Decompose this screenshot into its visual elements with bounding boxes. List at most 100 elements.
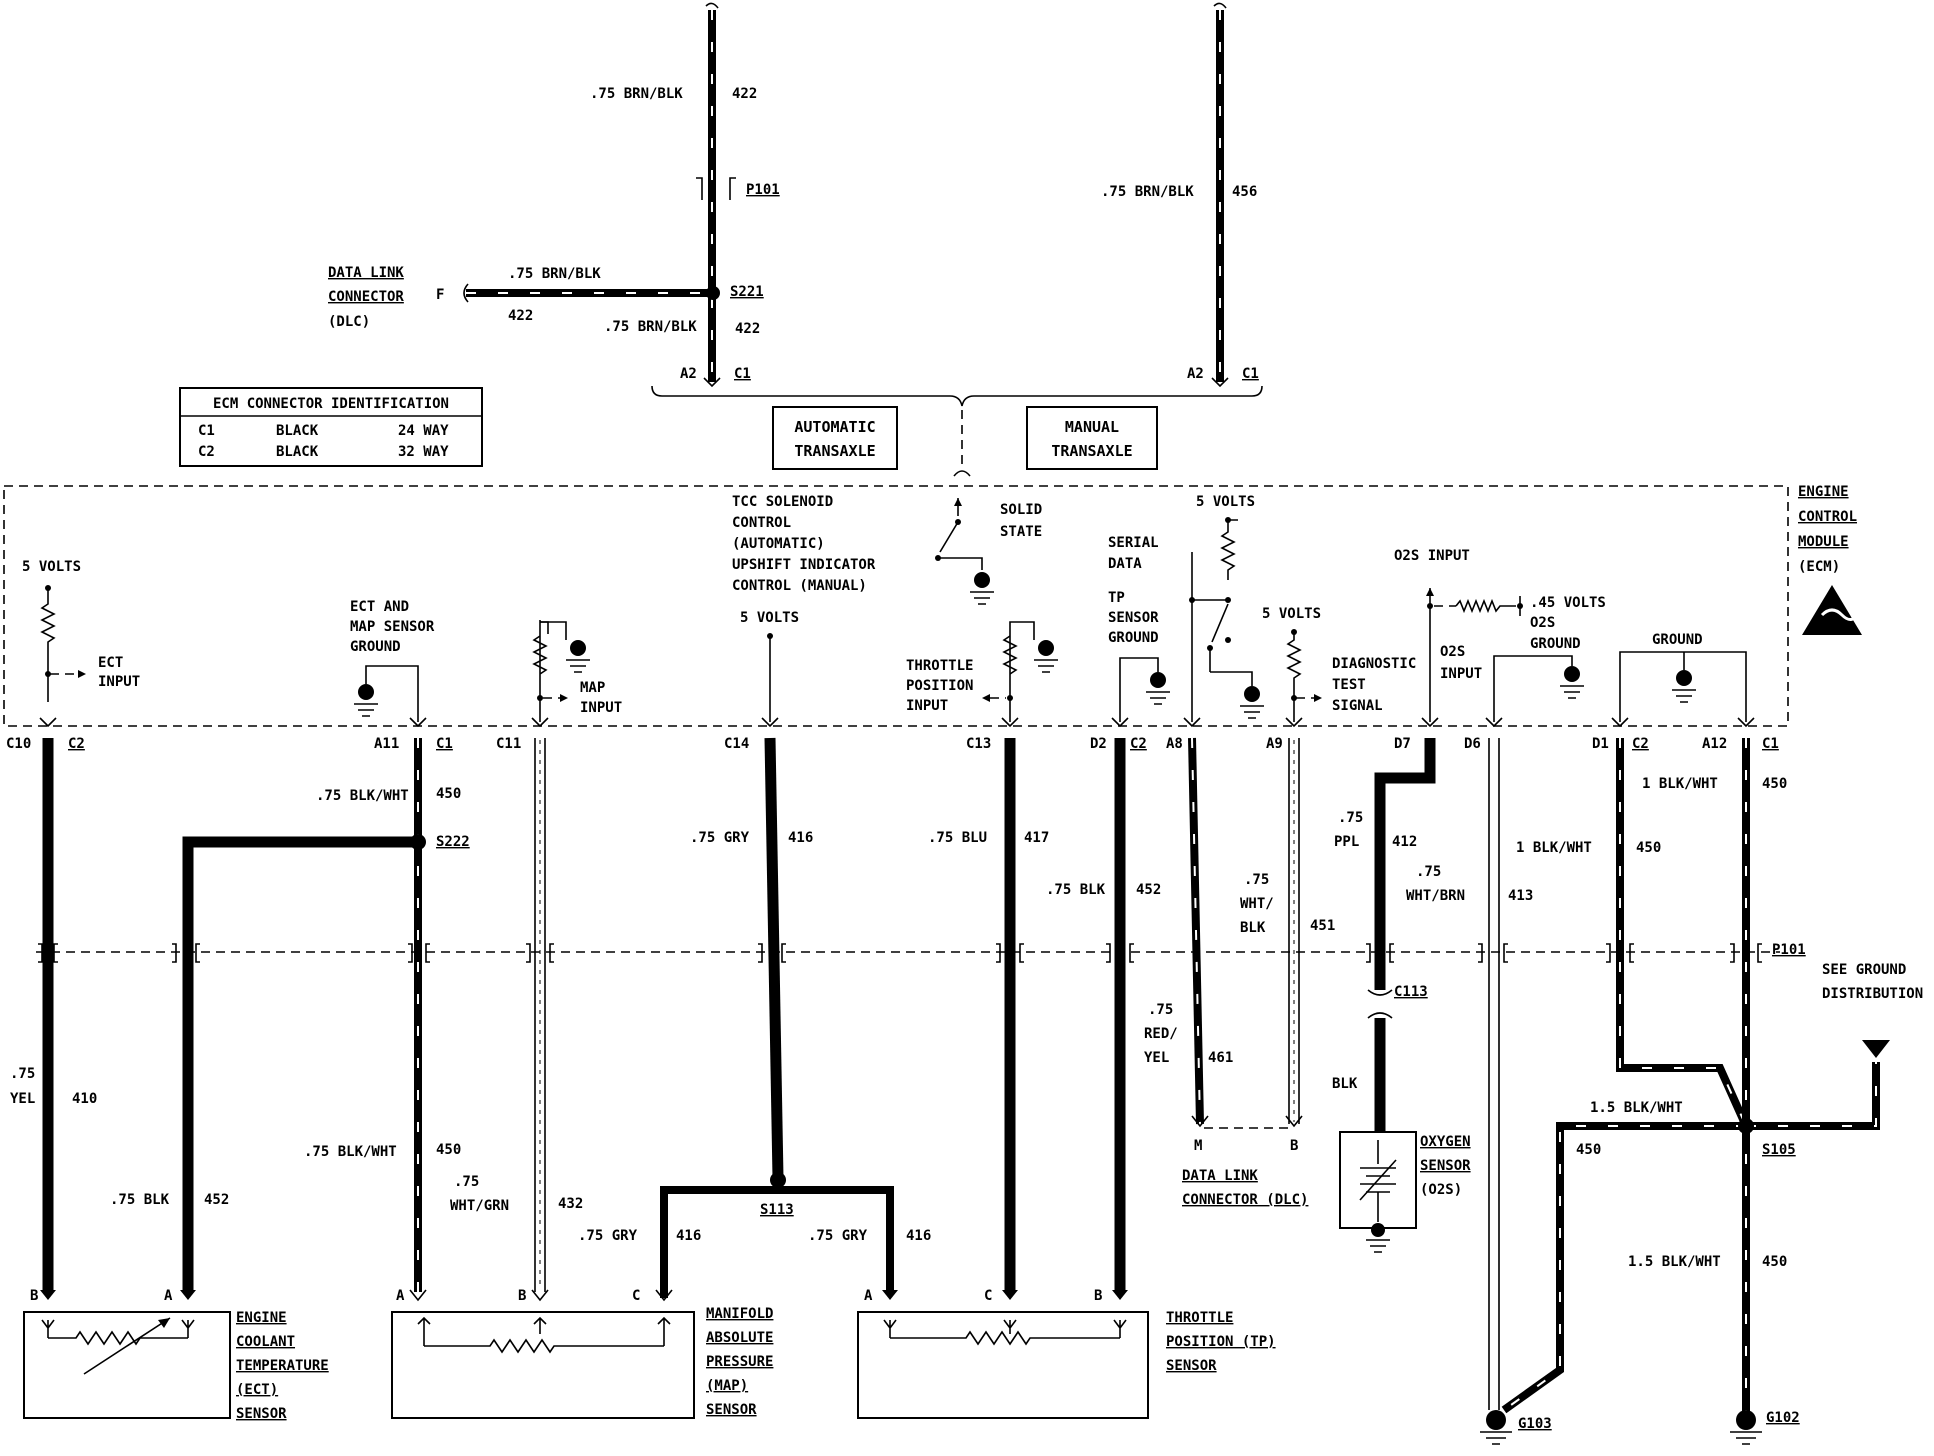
splice-s105 (1738, 1118, 1754, 1134)
w410-color-1: .75 (10, 1066, 35, 1082)
w416r-color: .75 GRY (808, 1228, 868, 1244)
solid-state-1: SOLID (1000, 502, 1042, 518)
map-pin-c: C (632, 1288, 640, 1304)
o2s-input-1: O2S (1440, 644, 1465, 660)
man-wire-circuit: 456 (1232, 184, 1257, 200)
w450c-circuit: 450 (1636, 840, 1661, 856)
w410-color-2: YEL (10, 1091, 35, 1107)
tp-ground-2: SENSOR (1108, 610, 1159, 626)
tcc-label-5: CONTROL (MANUAL) (732, 578, 867, 594)
ect-input-1: ECT (98, 655, 123, 671)
o2s-ground-1: O2S (1530, 615, 1555, 631)
o2s-bias-resistor (1455, 598, 1516, 614)
ground-g103: G103 (1480, 1410, 1552, 1445)
ect-pin-a: A (164, 1288, 173, 1304)
tp-sensor: A C B THROTTLE POSITION (TP) SENSOR (857, 1288, 1276, 1419)
w450a-circuit: 450 (436, 786, 461, 802)
ect-map-ground-1: ECT AND (350, 599, 409, 615)
lower-wire-color: .75 BRN/BLK (604, 319, 697, 335)
w452b-color: .75 BLK (1046, 882, 1106, 898)
top-harness: .75 BRN/BLK 422 P101 DATA LINK CONNECTOR… (328, 2, 1263, 477)
w450b-circuit: 450 (436, 1142, 461, 1158)
o2s-label-2: SENSOR (1420, 1158, 1471, 1174)
w450d-circuit: 450 (1762, 776, 1787, 792)
auto-conn: C1 (734, 366, 751, 382)
ect-label-4: (ECT) (236, 1382, 278, 1398)
w416l-circuit: 416 (676, 1228, 701, 1244)
w412-color-1: .75 (1338, 810, 1363, 826)
o2s-label-3: (O2S) (1420, 1182, 1462, 1198)
map-label-4: (MAP) (706, 1378, 748, 1394)
w451-circuit: 451 (1310, 918, 1335, 934)
ecm-ground-label: GROUND (1652, 632, 1703, 648)
diag-signal-3: SIGNAL (1332, 698, 1383, 714)
w416-circuit: 416 (788, 830, 813, 846)
ground-distribution-arrow (1862, 1040, 1890, 1058)
pin-c11: C11 (496, 736, 521, 752)
components: B A ENGINE COOLANT TEMPERATURE (ECT) SEN… (23, 962, 1923, 1445)
map-pin-b: B (518, 1288, 526, 1304)
ecm-id-c1-ways: 24 WAY (398, 423, 449, 439)
automatic-box-line1: AUTOMATIC (794, 418, 875, 436)
pin-d1: D1 (1592, 736, 1609, 752)
w451-color-1: .75 (1244, 872, 1269, 888)
wire-432 (534, 738, 546, 1292)
dlc-wire-circuit: 422 (508, 308, 533, 324)
o2s-input-2: INPUT (1440, 666, 1482, 682)
diag-5v: 5 VOLTS (1262, 606, 1321, 622)
w416r-circuit: 416 (906, 1228, 931, 1244)
g103-label: G103 (1518, 1416, 1552, 1432)
w450g-color: 1.5 BLK/WHT (1628, 1254, 1721, 1270)
diag-5v-top: 5 VOLTS (1196, 494, 1255, 510)
w432-color-1: .75 (454, 1174, 479, 1190)
ground-icon-tp (1038, 640, 1054, 656)
pin-c13: C13 (966, 736, 991, 752)
pin-d6: D6 (1464, 736, 1481, 752)
ground-icon-diag (1244, 686, 1260, 702)
w450d-color: 1 BLK/WHT (1642, 776, 1718, 792)
ect-input-2: INPUT (98, 674, 140, 690)
man-conn: C1 (1242, 366, 1259, 382)
pin-a8: A8 (1166, 736, 1183, 752)
dlc-label-2: CONNECTOR (328, 289, 404, 305)
pin-d2-conn: C2 (1130, 736, 1147, 752)
w450g-circuit: 450 (1762, 1254, 1787, 1270)
tp-label-3: SENSOR (1166, 1358, 1217, 1374)
wire-450-distribution (1746, 1062, 1880, 1130)
automatic-transaxle-box (772, 406, 898, 470)
ecm-5v-ect: 5 VOLTS (22, 559, 81, 575)
wire-416 (764, 737, 784, 1179)
w413-color-2: WHT/BRN (1406, 888, 1465, 904)
dlc-lower-label-2: CONNECTOR (DLC) (1182, 1192, 1308, 1208)
map-label-2: ABSOLUTE (706, 1330, 773, 1346)
auto-pin: A2 (680, 366, 697, 382)
s113-label: S113 (760, 1202, 794, 1218)
pin-c10: C10 (6, 736, 31, 752)
dlc-wire-color: .75 BRN/BLK (508, 266, 601, 282)
o2s-volts: .45 VOLTS (1530, 595, 1606, 611)
wire-labels: .75 YEL 410 .75 BLK 452 .75 BLK/WHT 450 … (10, 776, 1806, 1270)
map-label-1: MANIFOLD (706, 1306, 773, 1322)
g102-label: G102 (1766, 1410, 1800, 1426)
ecm-id-c2-color: BLACK (276, 444, 319, 460)
w413-circuit: 413 (1508, 888, 1533, 904)
ect-sensor: B A ENGINE COOLANT TEMPERATURE (ECT) SEN… (23, 1288, 329, 1422)
tp-input-2: POSITION (906, 678, 973, 694)
diag-signal-1: DIAGNOSTIC (1332, 656, 1416, 672)
dlc-pin-m: M (1194, 1138, 1202, 1154)
esd-warning-icon (1802, 585, 1862, 635)
ecm-label-3: MODULE (1798, 534, 1849, 550)
w410-circuit: 410 (72, 1091, 97, 1107)
c113-connector (1367, 989, 1393, 1019)
w412-color-2: PPL (1334, 834, 1359, 850)
s222-label: S222 (436, 834, 470, 850)
pin-a12: A12 (1702, 736, 1727, 752)
ect-pin-b: B (30, 1288, 38, 1304)
pin-d2: D2 (1090, 736, 1107, 752)
manual-transaxle-box (1026, 406, 1158, 470)
tcc-label-3: (AUTOMATIC) (732, 536, 825, 552)
map-label-5: SENSOR (706, 1402, 757, 1418)
man-pin: A2 (1187, 366, 1204, 382)
pin-a12-conn: C1 (1762, 736, 1779, 752)
